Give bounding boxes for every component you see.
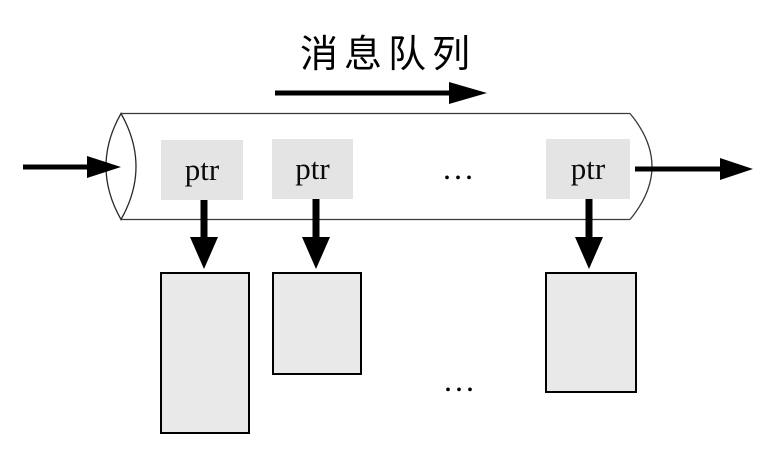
- pointer-slot-2: ptr: [272, 139, 353, 199]
- pointer-slot-1: ptr: [161, 140, 243, 200]
- pointer-arrow-1: [190, 199, 218, 269]
- pointer-arrow-2: [302, 199, 330, 269]
- outbound-arrow: [635, 158, 753, 180]
- arrow-head-icon: [720, 158, 753, 180]
- pointer-arrow-3: [575, 199, 603, 269]
- cylinder-left-cap: [105, 112, 137, 221]
- queue-ellipsis: ...: [443, 150, 476, 186]
- message-box-3: [545, 272, 637, 393]
- pointer-slot-3: ptr: [546, 139, 630, 199]
- arrow-head-icon: [87, 156, 121, 178]
- inbound-arrow: [23, 156, 121, 178]
- arrow-head-icon: [302, 237, 330, 269]
- arrow-head-icon: [190, 237, 218, 269]
- arrow-head-icon: [449, 82, 487, 104]
- queue-title: 消息队列: [299, 34, 476, 76]
- message-box-2: [272, 272, 362, 375]
- messages-ellipsis: ...: [444, 362, 477, 398]
- arrow-head-icon: [575, 237, 603, 269]
- message-box-1: [160, 272, 250, 434]
- queue-direction-arrow: [275, 82, 487, 104]
